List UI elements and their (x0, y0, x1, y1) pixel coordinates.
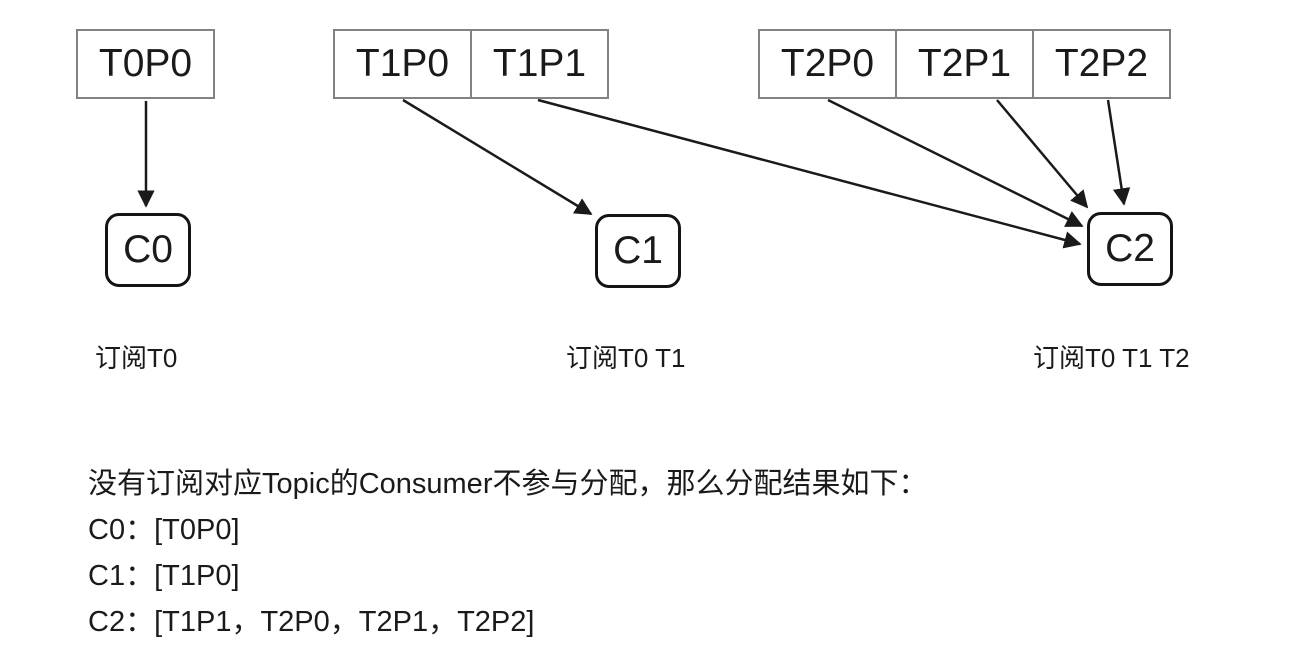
assignment-result-c2: C2：[T1P1，T2P0，T2P1，T2P2] (88, 606, 535, 638)
subscription-label-c0: 订阅T0 (95, 343, 178, 373)
consumer-box-c1: C1 (595, 214, 681, 288)
partition-box-t2p1: T2P1 (895, 29, 1034, 99)
arrow-t1p1-to-c2 (537, 98, 1082, 249)
topic-t2-partition-row: T2P0 T2P1 T2P2 (758, 29, 1171, 99)
assignment-result-c0: C0：[T0P0] (88, 514, 240, 546)
partition-box-t1p0: T1P0 (333, 29, 472, 99)
subscription-label-c1: 订阅T0 T1 (566, 343, 686, 373)
partition-box-t1p1: T1P1 (470, 29, 609, 99)
caption-block: 没有订阅对应Topic的Consumer不参与分配，那么分配结果如下： C0：[… (88, 461, 927, 645)
arrow-t2p0-to-c2 (827, 98, 1084, 228)
partition-box-t2p2: T2P2 (1032, 29, 1171, 99)
topic-t0-partition-row: T0P0 (76, 29, 215, 99)
consumer-box-c0: C0 (105, 213, 191, 287)
assignment-result-c1: C1：[T1P0] (88, 560, 240, 592)
topic-t1-partition-row: T1P0 T1P1 (333, 29, 609, 99)
arrow-t2p1-to-c2 (996, 99, 1089, 209)
arrow-t1p0-to-c1 (402, 98, 593, 216)
arrow-t2p2-to-c2 (1106, 99, 1131, 206)
subscription-label-c2: 订阅T0 T1 T2 (1033, 343, 1190, 373)
partition-box-t0p0: T0P0 (76, 29, 215, 99)
partition-box-t2p0: T2P0 (758, 29, 897, 99)
consumer-box-c2: C2 (1087, 212, 1173, 286)
caption-intro: 没有订阅对应Topic的Consumer不参与分配，那么分配结果如下： (88, 468, 928, 500)
